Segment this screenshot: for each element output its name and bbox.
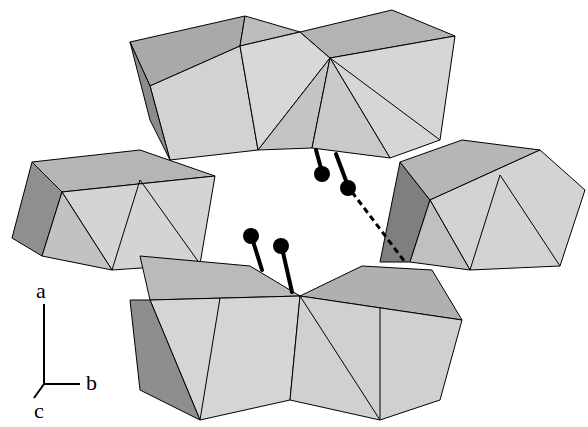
axis-label: c bbox=[34, 400, 44, 422]
axis-label: b bbox=[86, 372, 97, 394]
axis-label: a bbox=[36, 280, 46, 302]
